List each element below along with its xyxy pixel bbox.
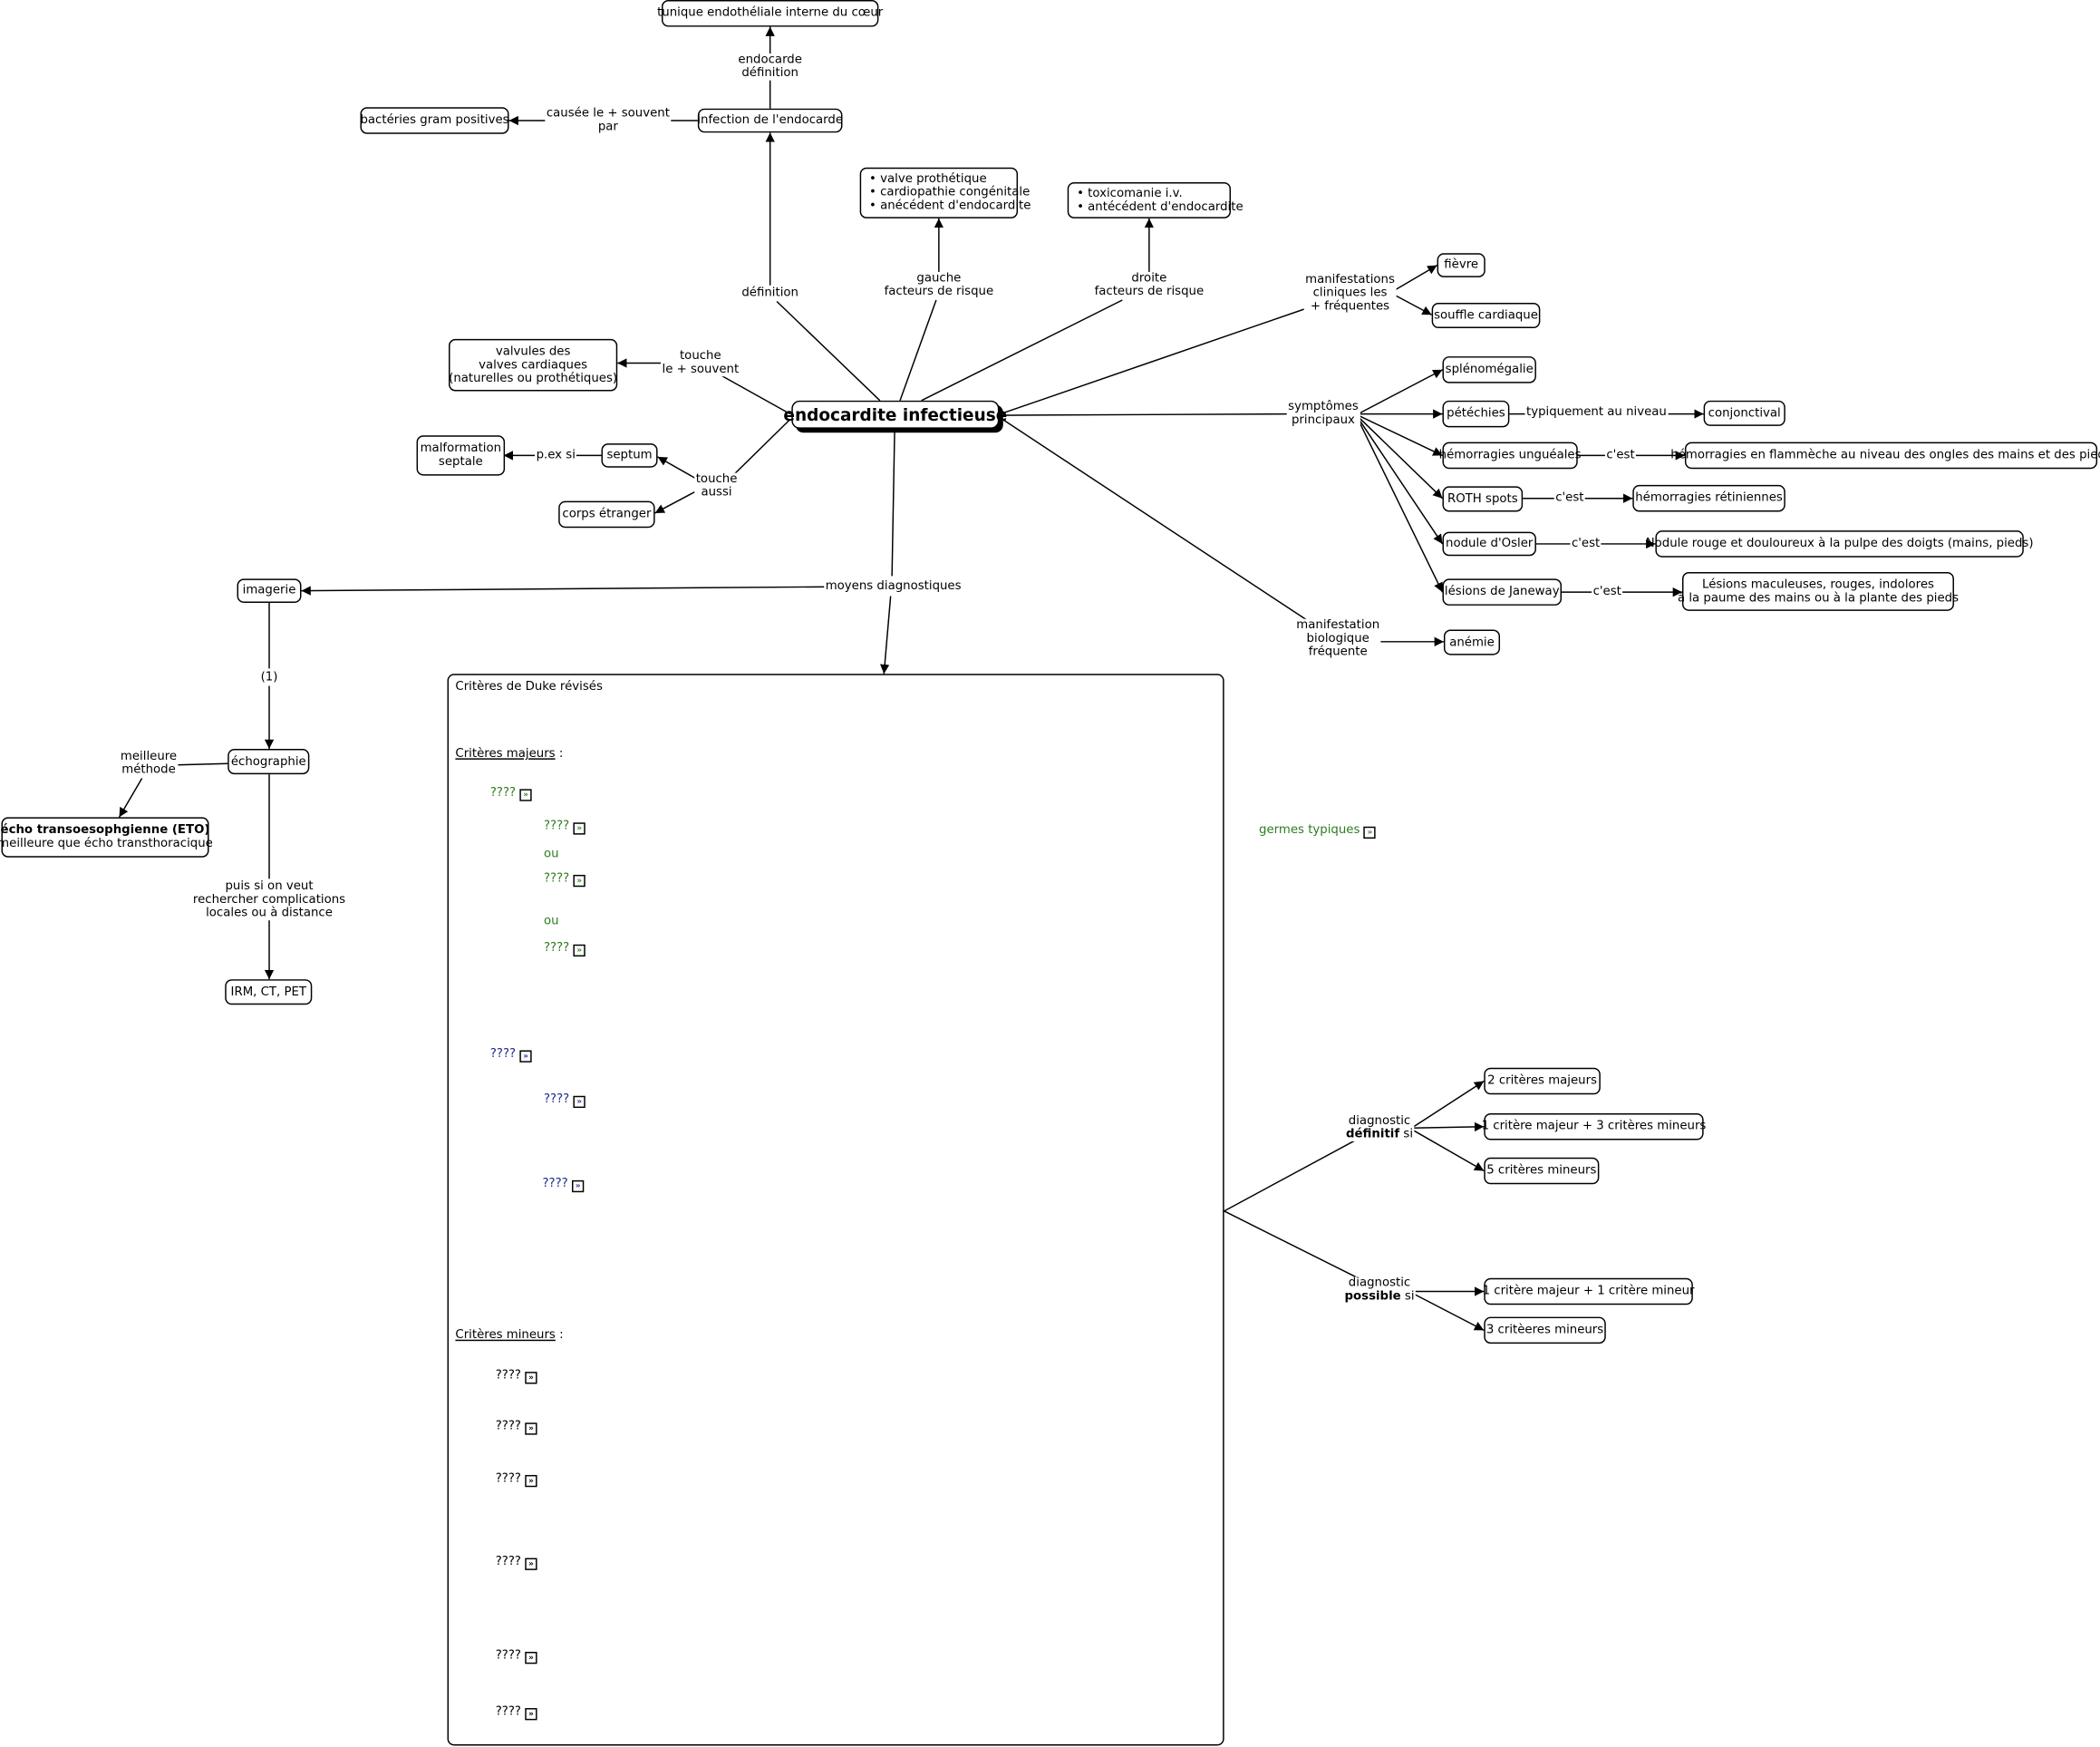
or-label-1: ou <box>543 848 559 862</box>
node-1-majeur-3-mineurs[interactable]: 1 critère majeur + 3 critères mineurs <box>1482 1112 1706 1140</box>
node-anemie[interactable]: anémie <box>1443 629 1501 655</box>
major-criterion-2b[interactable]: ????» <box>542 1178 585 1193</box>
expand-icon[interactable]: » <box>525 1422 537 1435</box>
minor-criterion-4[interactable]: ????» <box>496 1556 537 1570</box>
label-moyens-diagnostiques: moyens diagnostiques <box>824 579 963 594</box>
expand-icon[interactable]: » <box>525 1474 537 1488</box>
minor-criterion-6[interactable]: ????» <box>496 1705 537 1721</box>
node-splenomegalie[interactable]: splénomégalie <box>1442 356 1536 383</box>
criteres-majeurs-heading: Critères majeurs : <box>455 747 564 762</box>
node-bacteries-gram[interactable]: bactéries gram positives <box>360 107 509 134</box>
list-gauche: • valve prothétique • cardiopathie congé… <box>869 173 1031 213</box>
label-one: (1) <box>259 671 279 685</box>
frame-title: Critères de Duke révisés <box>455 680 603 694</box>
major-criterion-1[interactable]: ????» <box>490 786 532 801</box>
list-droite: • toxicomanie i.v. • antécédent d'endoca… <box>1077 187 1244 214</box>
node-conjonctival[interactable]: conjonctival <box>1703 400 1785 426</box>
minor-criterion-1[interactable]: ????» <box>496 1369 537 1384</box>
or-label-2: ou <box>543 915 559 929</box>
expand-icon[interactable]: » <box>573 944 585 957</box>
minor-criterion-3[interactable]: ????» <box>496 1472 537 1488</box>
list-item: • cardiopathie congénitale <box>869 186 1031 200</box>
expand-icon[interactable]: » <box>573 822 585 835</box>
label-typiquement: typiquement au niveau <box>1524 405 1669 420</box>
major-criterion-1b[interactable]: ????» <box>544 872 585 888</box>
minor-criterion-5[interactable]: ????» <box>496 1649 537 1665</box>
node-nodule-rouge[interactable]: Nodule rouge et douloureux à la pulpe de… <box>1646 530 2034 558</box>
node-lesions-janeway[interactable]: lésions de Janeway <box>1442 578 1562 606</box>
major-criterion-1a[interactable]: ????» <box>544 820 585 835</box>
node-hemorragies-flammeche[interactable]: hémorragies en flammèche au niveau des o… <box>1670 442 2100 470</box>
node-eto[interactable]: écho transoesophgienne (ETO)meilleure qu… <box>0 817 213 858</box>
list-item: • anécédent d'endocardite <box>869 199 1031 213</box>
node-irm-ct-pet[interactable]: IRM, CT, PET <box>225 979 313 1005</box>
expand-icon[interactable]: » <box>573 1095 585 1109</box>
node-nodule-osler[interactable]: nodule d'Osler <box>1442 531 1536 557</box>
germes-typiques[interactable]: germes typiques» <box>1259 824 1377 840</box>
expand-icon[interactable]: » <box>1363 826 1377 840</box>
major-criterion-2a[interactable]: ????» <box>544 1093 585 1109</box>
list-item: • toxicomanie i.v. <box>1077 187 1183 200</box>
expand-icon[interactable]: » <box>525 1372 537 1384</box>
label-cest-4: c'est <box>1592 585 1623 599</box>
node-5-criteres-mineurs[interactable]: 5 critères mineurs <box>1484 1157 1600 1185</box>
node-corps-etranger[interactable]: corps étranger <box>558 500 655 529</box>
expand-icon[interactable]: » <box>572 1179 585 1193</box>
node-fievre[interactable]: fièvre <box>1437 253 1485 277</box>
node-imagerie[interactable]: imagerie <box>237 578 302 603</box>
node-infection-endocarde[interactable]: infection de l'endocarde <box>697 108 843 133</box>
node-hemorragies-ungueales[interactable]: hémorragies unguéales <box>1439 442 1582 470</box>
node-1-majeur-1-mineur[interactable]: 1 critère majeur + 1 critère mineur <box>1483 1277 1695 1305</box>
node-roth-spots[interactable]: ROTH spots <box>1442 486 1524 512</box>
label-definition: définition <box>740 286 800 301</box>
node-facteurs-droite[interactable]: • toxicomanie i.v. • antécédent d'endoca… <box>1067 181 1244 218</box>
label-cest-2: c'est <box>1553 491 1585 506</box>
label-cest-1: c'est <box>1604 449 1637 462</box>
expand-icon[interactable]: » <box>519 1050 532 1063</box>
node-souffle-cardiaque[interactable]: souffle cardiaque <box>1431 302 1541 329</box>
node-endocardite-infectieuse[interactable]: endocardite infectieuse <box>783 400 1007 429</box>
node-petechies[interactable]: pétéchies <box>1442 400 1510 428</box>
duke-criteria-frame[interactable] <box>447 674 1224 1746</box>
expand-icon[interactable]: » <box>519 789 532 801</box>
major-criterion-1c[interactable]: ????» <box>544 942 585 957</box>
label-cest-3: c'est <box>1570 537 1602 551</box>
node-echographie[interactable]: échographie <box>227 749 310 775</box>
expand-icon[interactable]: » <box>525 1652 537 1665</box>
criteres-mineurs-heading: Critères mineurs : <box>455 1328 564 1343</box>
expand-icon[interactable]: » <box>525 1558 537 1570</box>
minor-criterion-2[interactable]: ????» <box>496 1420 537 1435</box>
list-item: • antécédent d'endocardite <box>1077 199 1244 214</box>
node-3-criteres-mineurs[interactable]: 3 critèeres mineurs <box>1484 1316 1606 1344</box>
expand-icon[interactable]: » <box>525 1708 537 1721</box>
node-2-criteres-majeurs[interactable]: 2 critères majeurs <box>1484 1067 1601 1095</box>
node-tunique-endotheliale[interactable]: tunique endothéliale interne du cœur <box>657 0 883 27</box>
label-pex-si: p.ex si <box>535 449 577 462</box>
node-facteurs-gauche[interactable]: • valve prothétique • cardiopathie congé… <box>859 167 1031 218</box>
list-item: • valve prothétique <box>869 172 987 187</box>
major-criterion-2[interactable]: ????» <box>490 1048 532 1063</box>
expand-icon[interactable]: » <box>573 874 585 888</box>
node-hemorragies-retiniennes[interactable]: hémorragies rétiniennes <box>1632 484 1785 512</box>
node-septum[interactable]: septum <box>601 443 658 468</box>
